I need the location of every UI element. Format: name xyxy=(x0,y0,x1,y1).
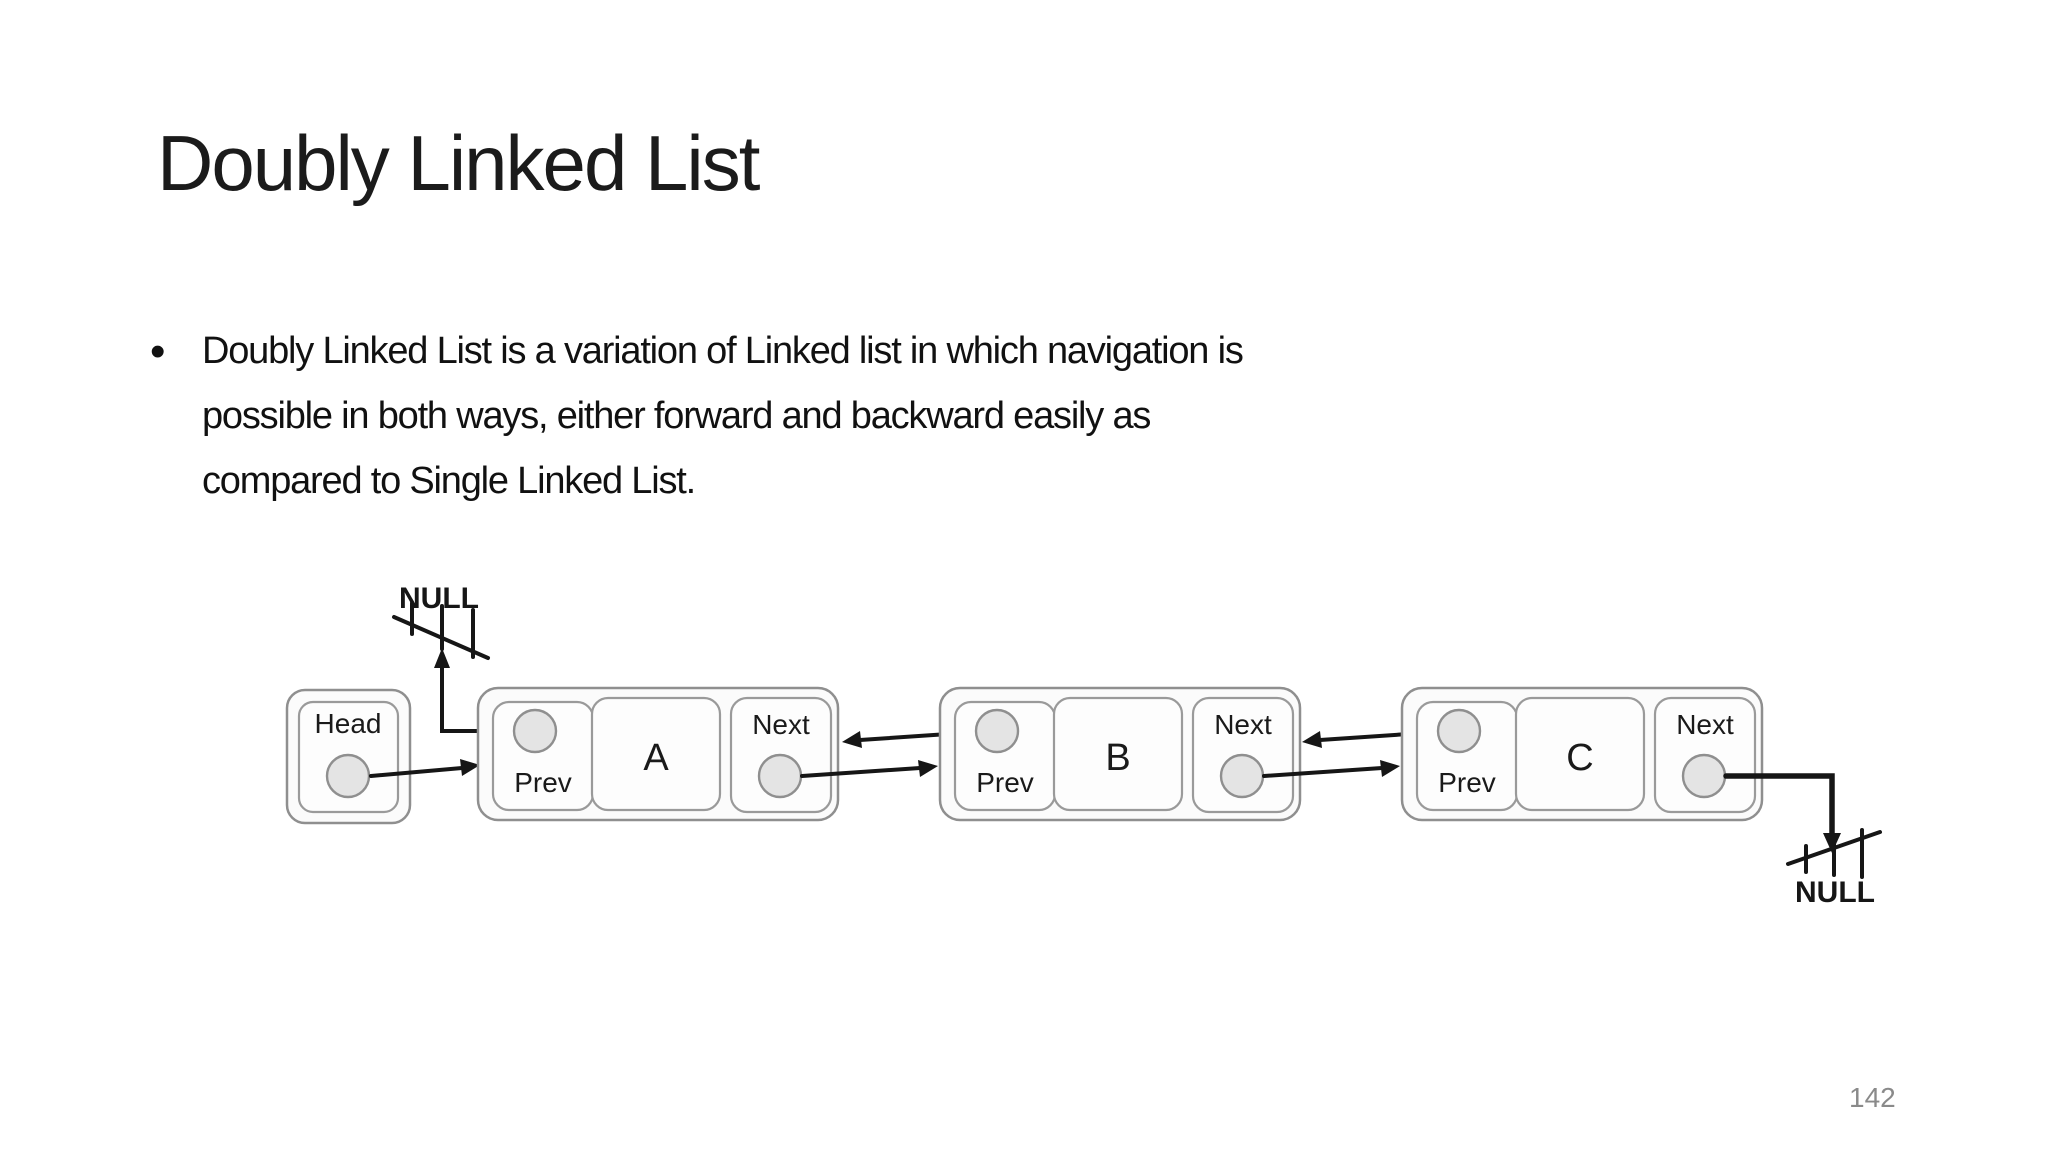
node-c: Prev Next C xyxy=(1400,686,1764,822)
bullet-item: • Doubly Linked List is a variation of L… xyxy=(150,319,1244,514)
arrowhead xyxy=(842,731,862,748)
node-b: Prev Next B xyxy=(938,686,1302,822)
arrowhead xyxy=(460,759,480,776)
node-value: C xyxy=(1566,737,1593,779)
prev-pointer-circle xyxy=(974,708,1020,754)
null-terminator-bottom: NULL xyxy=(1786,828,1882,909)
null-label: NULL xyxy=(1795,876,1875,909)
node-a: Prev Next A xyxy=(476,686,840,822)
data-cell xyxy=(590,696,722,812)
null-terminator-top: NULL xyxy=(392,582,490,660)
bullet-line: possible in both ways, either forward an… xyxy=(202,395,1151,437)
head-pointer-circle xyxy=(325,753,371,799)
arrowhead xyxy=(1302,731,1322,748)
next-label: Next xyxy=(1676,709,1734,740)
arrow-head-to-a xyxy=(369,759,480,778)
head-label: Head xyxy=(315,708,382,739)
arrowhead xyxy=(1380,760,1400,777)
prev-label: Prev xyxy=(514,767,572,798)
prev-pointer-circle xyxy=(1436,708,1482,754)
arrowhead xyxy=(918,760,938,777)
next-pointer-circle xyxy=(1681,753,1727,799)
bullet-text: Doubly Linked List is a variation of Lin… xyxy=(202,319,1244,514)
head-pointer-box: Head xyxy=(285,688,412,825)
next-pointer-circle xyxy=(1219,753,1265,799)
next-label: Next xyxy=(752,709,810,740)
bullet-line: Doubly Linked List is a variation of Lin… xyxy=(202,330,1244,372)
slide-title: Doubly Linked List xyxy=(157,119,760,207)
node-value: B xyxy=(1105,737,1130,779)
next-pointer-circle xyxy=(757,753,803,799)
page-number: 142 xyxy=(1849,1082,1896,1113)
arrow-b-next-to-c xyxy=(1262,760,1400,778)
prev-label: Prev xyxy=(1438,767,1496,798)
bullet-line: compared to Single Linked List. xyxy=(202,460,696,502)
doubly-linked-list-diagram: NULL Head xyxy=(285,582,1882,909)
data-cell xyxy=(1514,696,1646,812)
prev-pointer-circle xyxy=(512,708,558,754)
arrow-a-next-to-b xyxy=(800,760,938,778)
bullet-marker: • xyxy=(150,327,166,376)
next-label: Next xyxy=(1214,709,1272,740)
prev-label: Prev xyxy=(976,767,1034,798)
node-value: A xyxy=(643,737,669,779)
arrowhead xyxy=(434,648,450,668)
data-cell xyxy=(1052,696,1184,812)
